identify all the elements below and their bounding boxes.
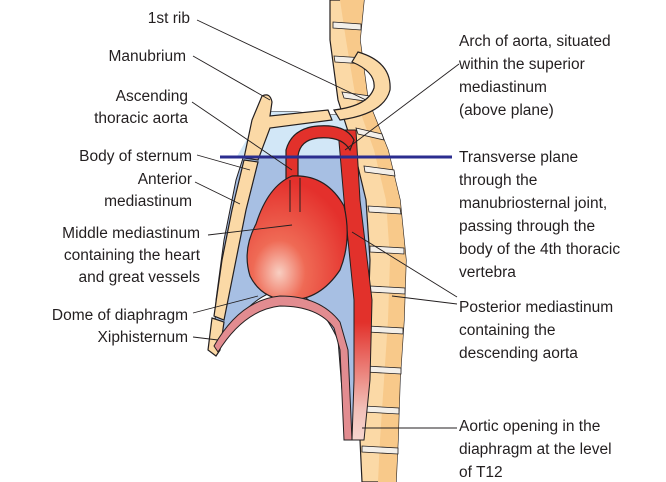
label-anterior-mediastinum-1: Anterior	[138, 171, 192, 188]
label-middle-mediastinum-1: Middle mediastinum	[62, 225, 200, 242]
label-aortic-opening-1: Aortic opening in the	[459, 418, 600, 435]
label-manubrium: Manubrium	[108, 48, 186, 65]
label-arch-2: within the superior	[458, 56, 585, 73]
label-plane-5: body of the 4th thoracic	[459, 241, 620, 258]
label-ascending-aorta-1: Ascending	[116, 88, 188, 105]
label-plane-3: manubriosternal joint,	[459, 195, 607, 212]
right-labels: Arch of aorta, situated within the super…	[458, 33, 620, 481]
label-anterior-mediastinum-2: mediastinum	[104, 193, 192, 210]
label-aortic-opening-2: diaphragm at the level	[459, 441, 612, 458]
label-plane-2: through the	[459, 172, 537, 189]
label-posterior-3: descending aorta	[459, 345, 578, 362]
label-xiphisternum: Xiphisternum	[98, 329, 188, 346]
label-plane-4: passing through the	[459, 218, 595, 235]
label-plane-6: vertebra	[459, 264, 516, 281]
label-aortic-opening-3: of T12	[459, 464, 503, 481]
label-arch-4: (above plane)	[459, 102, 554, 119]
label-middle-mediastinum-3: and great vessels	[79, 269, 201, 286]
label-arch-3: mediastinum	[459, 79, 547, 96]
label-plane-1: Transverse plane	[459, 149, 578, 166]
label-first-rib: 1st rib	[148, 10, 190, 27]
label-middle-mediastinum-2: containing the heart	[64, 247, 201, 264]
label-posterior-2: containing the	[459, 322, 556, 339]
label-posterior-1: Posterior mediastinum	[459, 299, 613, 316]
left-labels: 1st rib Manubrium Ascending thoracic aor…	[52, 10, 201, 346]
label-arch-1: Arch of aorta, situated	[459, 33, 611, 50]
label-dome-of-diaphragm: Dome of diaphragm	[52, 307, 188, 324]
label-ascending-aorta-2: thoracic aorta	[94, 110, 188, 127]
diaphragm	[214, 296, 352, 440]
label-body-of-sternum: Body of sternum	[79, 148, 192, 165]
